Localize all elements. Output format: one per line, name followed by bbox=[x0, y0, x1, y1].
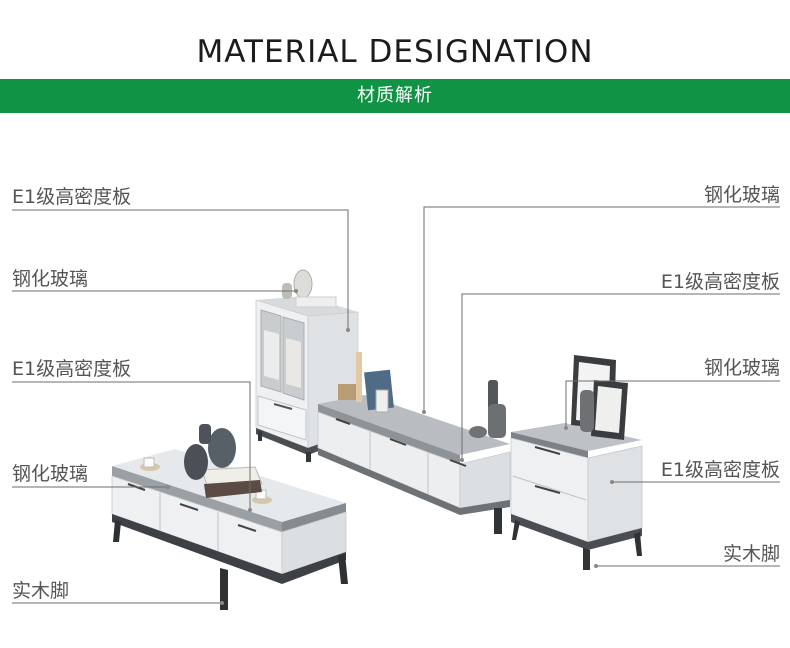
leader-line-l3 bbox=[12, 381, 251, 510]
callout-l4: 钢化玻璃 bbox=[12, 463, 89, 485]
subtitle-text: 材质解析 bbox=[357, 85, 433, 106]
callout-l5: 实木脚 bbox=[12, 580, 70, 602]
leader-line-r2 bbox=[461, 293, 780, 460]
side-cabinet bbox=[510, 355, 643, 570]
leader-line-r1 bbox=[423, 206, 780, 412]
callout-r2: E1级高密度板 bbox=[660, 271, 780, 293]
coffee-table bbox=[111, 424, 348, 610]
subtitle-banner: 材质解析 bbox=[0, 79, 790, 113]
callout-l3: E1级高密度板 bbox=[12, 358, 132, 380]
callout-r5: 实木脚 bbox=[722, 543, 780, 565]
callout-l1: E1级高密度板 bbox=[12, 186, 132, 208]
callout-r3: 钢化玻璃 bbox=[703, 357, 780, 379]
leader-line-l1 bbox=[12, 209, 349, 330]
page-title: MATERIAL DESIGNATION bbox=[196, 34, 594, 70]
tv-stand bbox=[317, 352, 511, 534]
leader-line-r3 bbox=[565, 380, 780, 428]
callout-r4: E1级高密度板 bbox=[660, 459, 780, 481]
callout-r1: 钢化玻璃 bbox=[703, 184, 780, 206]
callout-l2: 钢化玻璃 bbox=[12, 268, 89, 290]
